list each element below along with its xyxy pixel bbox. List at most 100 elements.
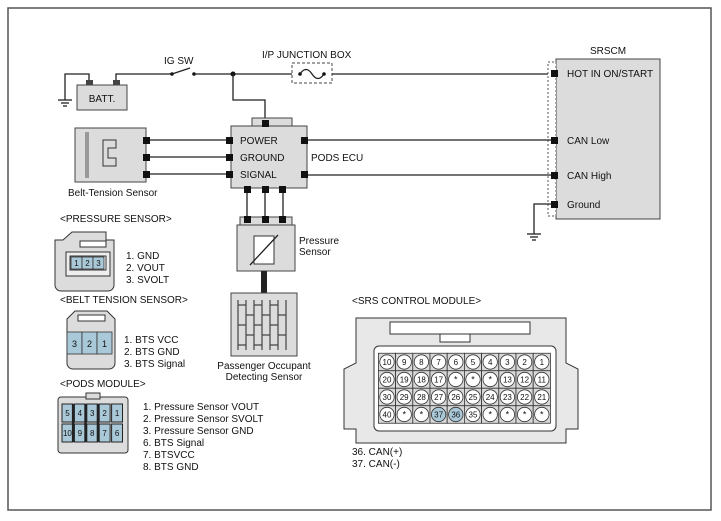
pods-module-pin: [111, 423, 123, 443]
srs-pin-number: 26: [451, 393, 460, 402]
srscm-title: SRSCM: [590, 46, 626, 57]
belt-tension-connector-section: <BELT TENSION SENSOR> 3 2 1 1. BTS VCC 2…: [60, 295, 188, 370]
srs-pin: [379, 371, 395, 388]
pods-module-pin-divider: [96, 404, 100, 442]
srs-pin: [534, 406, 550, 423]
pressure-sensor-pin-number: 3: [96, 259, 101, 268]
srs-pin-number: 11: [538, 376, 547, 385]
srs-pin-number: 20: [383, 376, 392, 385]
srs-pin: [465, 389, 481, 405]
top-wiring: BATT. IG SW I/P JUNCTION BOX: [58, 50, 552, 118]
srs-pin: [516, 389, 533, 405]
ig-switch-blade: [171, 67, 191, 75]
pods-module-pin-desc: 1. Pressure Sensor VOUT: [143, 402, 259, 413]
pods-module-pin-desc: 8. BTS GND: [143, 462, 199, 473]
srs-pin: [430, 406, 447, 423]
srs-pin-number: 10: [383, 358, 392, 367]
srs-pin-number: 17: [434, 376, 443, 385]
srs-pin-number: 21: [537, 393, 546, 402]
pressure-sensor-pin-3: [92, 256, 105, 270]
srs-pin-number: 8: [419, 358, 424, 367]
srs-pin: [482, 371, 498, 388]
pods-module-pin-number: 8: [90, 429, 95, 438]
srs-pin-number: 28: [417, 393, 426, 402]
srs-pin: [534, 389, 550, 405]
srs-pin-number: 36: [451, 411, 460, 420]
pods-module-pin-number: 4: [78, 409, 83, 418]
battery-label: BATT.: [89, 94, 115, 105]
pressure-sensor-variable-arrow: [249, 234, 279, 266]
belt-tension-pin-number: 2: [87, 339, 92, 349]
srs-pin-number: 9: [402, 358, 407, 367]
pods-module-pin-desc: 7. BTSVCC: [143, 450, 195, 461]
srs-pin: [534, 371, 550, 388]
srs-pin: [499, 406, 515, 423]
srs-pin: [448, 354, 464, 370]
pressure-sensor-pin-number: 1: [74, 259, 79, 268]
srs-control-module-title: <SRS CONTROL MODULE>: [352, 296, 481, 307]
srs-pin: [516, 354, 533, 370]
srs-pin-number: 6: [454, 358, 459, 367]
pods-module-pin-desc: 3. Pressure Sensor GND: [143, 426, 254, 437]
srs-pin-number: 30: [383, 393, 392, 402]
sensor-mat-pattern: [237, 300, 287, 350]
srs-pin-number: 22: [520, 393, 529, 402]
pods-module-pin-number: 9: [78, 429, 83, 438]
srs-pin: [516, 406, 533, 423]
pressure-sensor-connector-section: <PRESSURE SENSOR> 1 2 3 1. GND 2. VOUT 3…: [54, 214, 172, 292]
srs-pin-number: *: [488, 410, 492, 420]
belt-tension-sensor-title: <BELT TENSION SENSOR>: [60, 295, 188, 306]
pressure-sensor-label-line1: Pressure: [299, 236, 339, 247]
srs-pin: [499, 389, 515, 405]
srs-pin: [413, 354, 429, 370]
srs-pin: [482, 354, 498, 370]
pods-module-pin: [111, 403, 123, 423]
pods-module-pin-number: 3: [90, 409, 95, 418]
srs-pin-number: 23: [503, 393, 512, 402]
srs-pin-number: 18: [417, 376, 426, 385]
srs-pin: [413, 406, 429, 423]
pods-ecu-signal-label: SIGNAL: [240, 170, 277, 181]
srs-pin-number: 2: [522, 358, 527, 367]
srs-pin-number: *: [402, 410, 406, 420]
srs-pin: [448, 389, 464, 405]
fuse-icon: [299, 68, 325, 80]
srs-pin-number: 13: [503, 376, 512, 385]
pressure-sensor-label-line2: Sensor: [299, 247, 331, 258]
srs-pin: [396, 354, 412, 370]
pods-module-pin-desc: 2. Pressure Sensor SVOLT: [143, 414, 263, 425]
srs-pin: [534, 354, 550, 370]
pods-module-pin-number: 5: [65, 409, 70, 418]
pressure-sensor-title: <PRESSURE SENSOR>: [60, 214, 172, 225]
pods-module-pin-number: 1: [115, 409, 120, 418]
srs-pin-number: 3: [505, 358, 510, 367]
srs-pin-number: 29: [400, 393, 409, 402]
belt-tension-sensor-label: Belt-Tension Sensor: [68, 188, 158, 199]
pods-module-pin-number: 2: [102, 409, 107, 418]
srs-pin-number: *: [506, 410, 510, 420]
srs-pin-number: 27: [434, 393, 443, 402]
srs-pin: [396, 406, 412, 423]
pressure-sensor-pin-desc: 1. GND: [126, 251, 159, 262]
pods-module-pin-number: 7: [102, 429, 107, 438]
pressure-sensor-pin-desc: 3. SVOLT: [126, 275, 169, 286]
srs-pin: [465, 354, 481, 370]
srs-pin-number: 12: [520, 376, 529, 385]
srs-pin: [413, 371, 429, 388]
srs-pin: [448, 371, 464, 388]
srs-pin: [482, 389, 498, 405]
srscm-hot-in-label: HOT IN ON/START: [567, 69, 653, 80]
pressure-sensor-pin-desc: 2. VOUT: [126, 263, 165, 274]
pods-ecu-label: PODS ECU: [311, 153, 363, 164]
srs-control-module-pin-desc: 37. CAN(-): [352, 459, 400, 470]
pods-module-pin-number: 10: [63, 429, 72, 438]
srs-pin: [379, 354, 395, 370]
belt-tension-sensor-block: Belt-Tension Sensor: [68, 127, 226, 199]
srs-control-module-pin-desc: 36. CAN(+): [352, 447, 402, 458]
srs-pin: [430, 354, 447, 370]
srs-pin-number: *: [471, 375, 475, 385]
ig-switch-label: IG SW: [164, 56, 194, 67]
pods-module-pin-divider: [84, 404, 87, 442]
